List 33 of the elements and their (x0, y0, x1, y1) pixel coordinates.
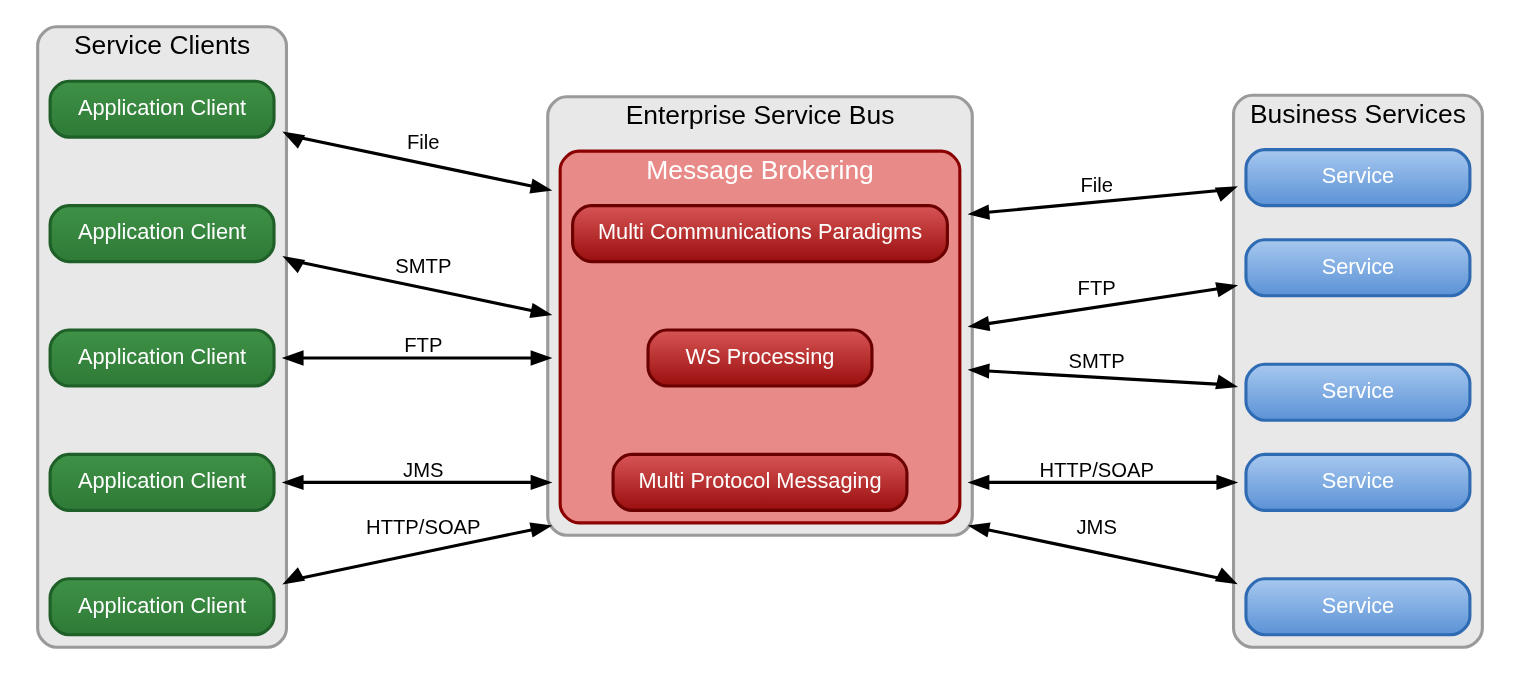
node-box: Application Client (48, 204, 276, 264)
node-box: Service (1244, 238, 1472, 298)
arrow (967, 474, 1239, 491)
node-box: Service (1244, 577, 1472, 637)
edge-label: FTP (404, 334, 443, 357)
arrow (281, 474, 553, 491)
arrow (967, 186, 1238, 220)
node-box: Multi Communications Paradigms (571, 204, 949, 264)
edge-label: File (407, 130, 440, 153)
arrow (967, 282, 1239, 332)
node-box: Application Client (48, 577, 276, 637)
edge-label: FTP (1077, 276, 1116, 299)
arrow (281, 350, 553, 366)
node-box: Multi Protocol Messaging (611, 452, 909, 512)
edge-label: JMS (403, 458, 444, 481)
arrow (282, 255, 553, 318)
edge-label: HTTP/SOAP (1039, 458, 1154, 481)
edge-label: SMTP (395, 255, 452, 278)
edge-label: SMTP (1068, 349, 1125, 372)
arrow (282, 522, 553, 585)
node-box: Application Client (48, 452, 276, 512)
node-box: Service (1244, 362, 1472, 422)
arrow (967, 522, 1238, 585)
arrow (282, 131, 553, 194)
edge-label: File (1080, 174, 1113, 197)
node-box: Application Client (48, 79, 276, 139)
node-box: Service (1244, 148, 1472, 208)
edge-label: JMS (1076, 516, 1117, 539)
node-box: WS Processing (646, 328, 874, 388)
node-box: Application Client (48, 328, 276, 388)
edge-label: HTTP/SOAP (366, 516, 481, 539)
arrow (967, 363, 1239, 390)
node-box: Service (1244, 452, 1472, 512)
